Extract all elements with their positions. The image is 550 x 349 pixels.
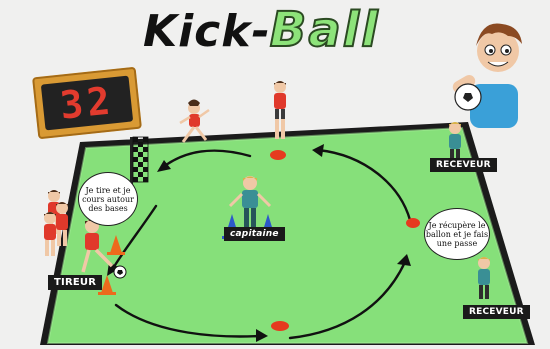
speech-bubble-receveur: Je récupère le ballon et je fais une pas… [424, 208, 490, 260]
base [271, 321, 289, 331]
base [406, 218, 420, 228]
label-capitaine: capitaine [224, 227, 285, 241]
soccer-ball-icon [114, 266, 126, 278]
scoreboard-icon: 32 [32, 67, 142, 140]
speech-bubble-tireur: Je tire et je cours autour des bases [78, 172, 138, 226]
speech-bubble-tireur-text: Je tire et je cours autour des bases [79, 186, 137, 213]
label-tireur: TIREUR [48, 275, 102, 290]
scoreboard-digits: 32 [41, 76, 133, 131]
title-dash: - [252, 6, 270, 57]
page-title: Kick-Ball [143, 2, 380, 58]
label-receveur-bottom: RECEVEUR [463, 305, 530, 319]
player-base-top [274, 81, 286, 139]
base [270, 150, 286, 160]
speech-bubble-receveur-text: Je récupère le ballon et je fais une pas… [425, 221, 489, 248]
title-kick: Kick [143, 6, 252, 57]
title-ball: Ball [270, 2, 380, 58]
boy-mascot-icon [451, 23, 522, 128]
label-receveur-top: RECEVEUR [430, 158, 497, 172]
